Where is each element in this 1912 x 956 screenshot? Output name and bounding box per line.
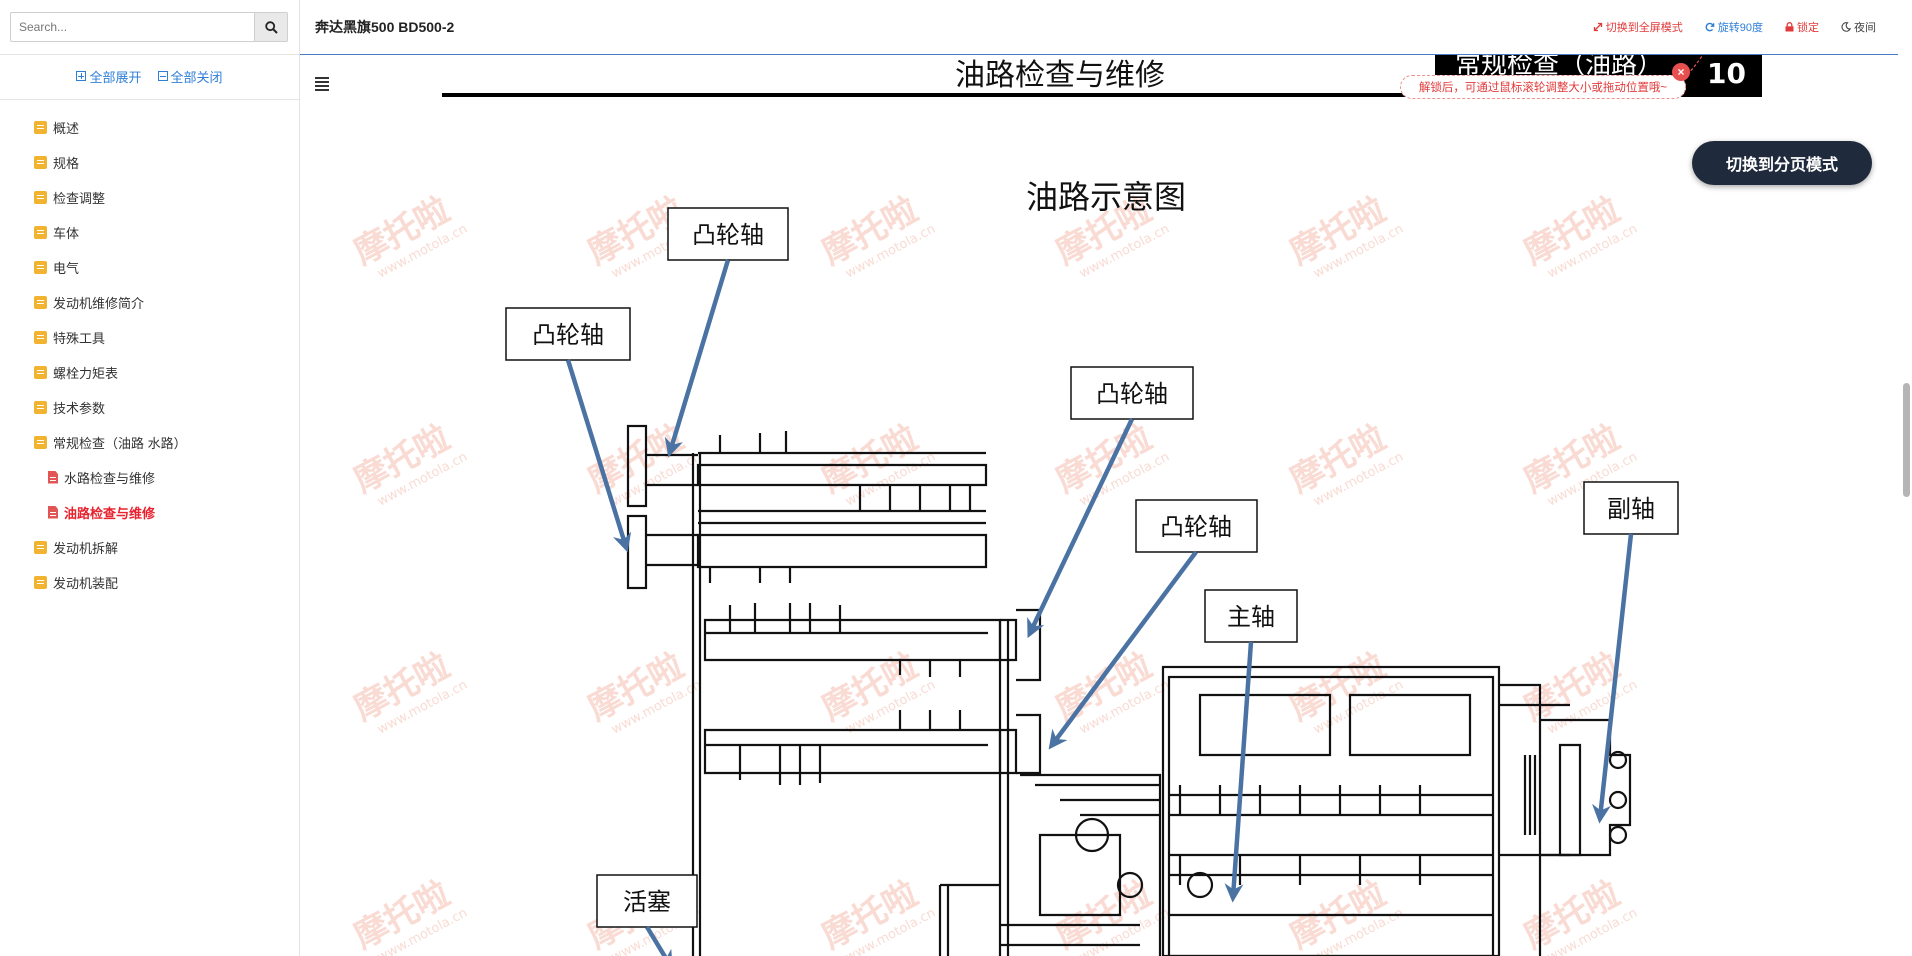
folder-icon xyxy=(34,540,47,554)
collapse-all-label: 全部关闭 xyxy=(170,69,223,85)
search-icon xyxy=(264,20,278,34)
tree-item-label: 检查调整 xyxy=(53,190,106,206)
label-camshaft: 凸轮轴 xyxy=(1160,513,1232,541)
tree-item[interactable]: 规格 xyxy=(34,152,79,172)
search-input[interactable] xyxy=(11,13,255,41)
tooltip-text: 解锁后，可通过鼠标滚轮调整大小或拖动位置哦~ xyxy=(1418,82,1668,94)
folder-icon xyxy=(34,155,47,169)
folder-icon xyxy=(34,260,47,274)
rotate-label: 旋转90度 xyxy=(1717,22,1763,34)
label-camshaft: 凸轮轴 xyxy=(692,221,764,249)
top-bar: 奔达黑旗500 BD500-2 切换到全屏模式 旋转90度 锁定 夜间 xyxy=(300,0,1912,55)
rotate-icon xyxy=(1705,22,1715,32)
tree-item[interactable]: 水路检查与维修 xyxy=(48,467,155,487)
watermark-layer: 摩托啦 www.motola.cn xyxy=(347,186,1641,956)
tree-item[interactable]: 技术参数 xyxy=(34,397,105,417)
tree-item-label: 发动机拆解 xyxy=(53,540,119,556)
scrollbar-thumb[interactable] xyxy=(1903,383,1910,497)
tree-item-label: 水路检查与维修 xyxy=(64,470,156,486)
minus-square-icon xyxy=(157,71,168,81)
label-camshaft: 凸轮轴 xyxy=(1096,380,1168,408)
folder-icon xyxy=(34,365,47,379)
document-icon xyxy=(48,470,58,484)
page-number: 10 xyxy=(1707,57,1746,90)
document-title: 奔达黑旗500 BD500-2 xyxy=(315,19,455,35)
folder-icon xyxy=(34,400,47,414)
folder-icon xyxy=(34,190,47,204)
tree-item[interactable]: 发动机拆解 xyxy=(34,537,118,557)
sidebar-divider xyxy=(0,99,299,100)
label-countershaft: 副轴 xyxy=(1607,495,1655,523)
night-mode-label: 夜间 xyxy=(1854,22,1876,34)
tree-item-label: 螺栓力矩表 xyxy=(53,365,119,381)
expand-all-button[interactable]: 全部展开 xyxy=(76,64,142,88)
page-header-title: 油路检查与维修 xyxy=(955,58,1165,93)
tree-item[interactable]: 特殊工具 xyxy=(34,327,105,347)
tree-item-label: 特殊工具 xyxy=(53,330,106,346)
tree-item-label: 常规检查（油路 水路） xyxy=(53,435,187,451)
tree-item-active[interactable]: 油路检查与维修 xyxy=(48,502,155,522)
folder-icon xyxy=(34,120,47,134)
folder-icon xyxy=(34,435,47,449)
sidebar-divider xyxy=(0,54,299,55)
engine-drawing xyxy=(626,424,1632,956)
tree-item-label: 发动机维修简介 xyxy=(53,295,145,311)
expand-arrows-icon xyxy=(1593,22,1602,32)
tree-item-label: 发动机装配 xyxy=(53,575,119,591)
tree-item[interactable]: 车体 xyxy=(34,222,79,242)
tree-item-label: 车体 xyxy=(53,225,80,241)
tree-item[interactable]: 螺栓力矩表 xyxy=(34,362,118,382)
fullscreen-label: 切换到全屏模式 xyxy=(1605,22,1683,34)
lock-button[interactable]: 锁定 xyxy=(1785,19,1819,35)
label-piston: 活塞 xyxy=(623,888,671,916)
plus-square-icon xyxy=(76,71,87,81)
callout-arrows xyxy=(565,259,1634,956)
moon-icon xyxy=(1841,22,1851,32)
collapse-all-button[interactable]: 全部关闭 xyxy=(157,64,223,88)
search-button[interactable] xyxy=(254,13,287,41)
night-mode-button[interactable]: 夜间 xyxy=(1841,19,1876,35)
close-icon[interactable]: × xyxy=(1672,63,1690,81)
search-box xyxy=(10,12,288,42)
tooltip-pointer xyxy=(1679,55,1704,82)
page-mode-button[interactable]: 切换到分页模式 xyxy=(1692,141,1872,185)
tree-item-label: 概述 xyxy=(53,120,80,136)
callout-labels: 凸轮轴 凸轮轴 凸轮轴 凸轮轴 主轴 副轴 活塞 xyxy=(505,207,1679,928)
tree-item[interactable]: 电气 xyxy=(34,257,79,277)
tree-item[interactable]: 发动机维修简介 xyxy=(34,292,144,312)
tree-item-label: 规格 xyxy=(53,155,80,171)
folder-icon xyxy=(34,330,47,344)
rotate-button[interactable]: 旋转90度 xyxy=(1705,19,1763,35)
tree-item[interactable]: 概述 xyxy=(34,117,79,137)
tree-item-label: 电气 xyxy=(53,260,80,276)
document-icon xyxy=(48,505,58,519)
sidebar: 全部展开 全部关闭 概述 规格 检查调整 车体 电气 发动机维修简介 特殊工具 … xyxy=(0,0,300,956)
tree-item-label: 技术参数 xyxy=(53,400,106,416)
tree-item[interactable]: 检查调整 xyxy=(34,187,105,207)
fullscreen-button[interactable]: 切换到全屏模式 xyxy=(1593,19,1683,35)
tree-item[interactable]: 发动机装配 xyxy=(34,572,118,592)
tree-controls: 全部展开 全部关闭 xyxy=(0,64,299,88)
document-viewer[interactable]: 摩托啦 www.motola.cn 油路检查与维修 常规检查（油路） 10 油路… xyxy=(300,55,1912,956)
folder-icon xyxy=(34,295,47,309)
diagram-title: 油路示意图 xyxy=(1026,178,1186,216)
toolbar-actions: 切换到全屏模式 旋转90度 锁定 夜间 xyxy=(1593,19,1876,35)
tree-item[interactable]: 常规检查（油路 水路） xyxy=(34,432,187,452)
menu-toggle-icon[interactable] xyxy=(315,77,329,93)
expand-all-label: 全部展开 xyxy=(89,69,142,85)
hint-tooltip: 解锁后，可通过鼠标滚轮调整大小或拖动位置哦~ xyxy=(1400,75,1686,99)
scrollbar[interactable] xyxy=(1898,54,1912,956)
folder-icon xyxy=(34,225,47,239)
tree-item-label: 油路检查与维修 xyxy=(64,505,156,521)
folder-icon xyxy=(34,575,47,589)
label-mainshaft: 主轴 xyxy=(1227,603,1275,631)
lock-icon xyxy=(1785,22,1794,32)
oil-circuit-diagram: 摩托啦 www.motola.cn 油路检查与维修 常规检查（油路） 10 油路… xyxy=(347,55,1762,956)
lock-label: 锁定 xyxy=(1797,22,1819,34)
label-camshaft: 凸轮轴 xyxy=(532,321,604,349)
